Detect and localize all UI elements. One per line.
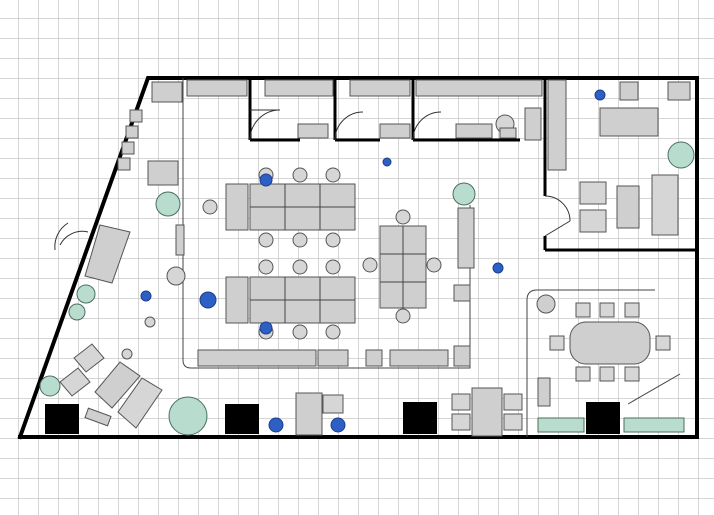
bottom-tables [268, 387, 523, 437]
desk-cluster-upper [202, 167, 356, 248]
person-icon [330, 417, 346, 433]
desk-cluster-lower [199, 259, 356, 340]
cabinet-icon [186, 79, 543, 141]
plant-icon [39, 375, 61, 397]
plant-icon [155, 191, 181, 217]
reception-counter [84, 81, 183, 284]
plant-icon [68, 303, 86, 321]
person-icon [140, 290, 152, 302]
interior-walls [182, 78, 697, 437]
director-office [547, 79, 695, 236]
outer-walls [17, 76, 699, 440]
person-icon [594, 89, 606, 101]
desk-cluster-right [362, 209, 442, 324]
plant-icon [667, 141, 695, 169]
plant-icon [452, 182, 476, 206]
door-icon[interactable] [54, 109, 571, 251]
lounge [39, 191, 620, 436]
person-icon [199, 291, 217, 309]
person-icon [382, 157, 392, 167]
person-icon [268, 417, 284, 433]
side-cabinets [197, 157, 504, 367]
conference-table-icon [569, 321, 651, 365]
sofa-icon [59, 343, 163, 429]
plant-icon [76, 284, 96, 304]
person-icon [259, 173, 273, 187]
person-icon [259, 321, 273, 335]
meeting-room [536, 294, 685, 433]
plant-icon [168, 396, 208, 436]
person-icon [492, 262, 504, 274]
